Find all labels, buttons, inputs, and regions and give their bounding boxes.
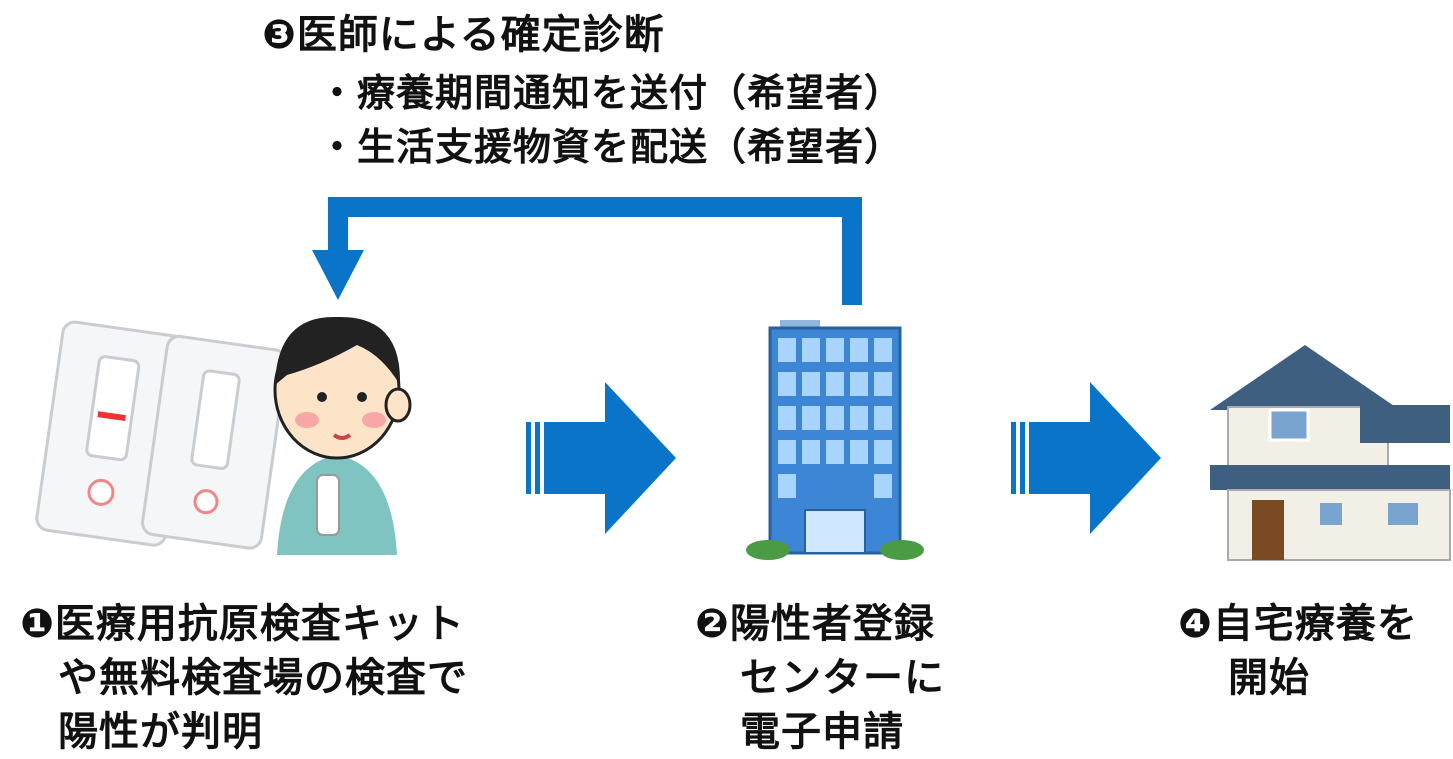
- step1-line-3: 陽性が判明: [58, 709, 263, 755]
- step2-line-2: センターに: [740, 655, 945, 701]
- office-building-icon: [746, 320, 924, 560]
- person-icon: [273, 316, 412, 555]
- step3-title: ❸医師による確定診断: [262, 12, 665, 58]
- step2-line-1: ❷陽性者登録: [695, 601, 935, 647]
- step4-line-1: ❹自宅療養を: [1178, 601, 1418, 647]
- step4-label: ❹自宅療養を 開始: [1178, 597, 1418, 705]
- right-arrow-1-icon: [526, 382, 676, 534]
- step3-item-1: ・療養期間通知を送付（希望者）: [318, 71, 904, 115]
- step1-label: ❶医療用抗原検査キット や無料検査場の検査で 陽性が判明: [20, 597, 468, 759]
- step2-label: ❷陽性者登録 センターに 電子申請: [695, 597, 945, 759]
- step4-line-2: 開始: [1228, 655, 1310, 701]
- step1-line-1: ❶医療用抗原検査キット: [20, 601, 465, 647]
- test-kit-icon: [35, 320, 288, 550]
- step2-line-3: 電子申請: [740, 709, 904, 755]
- house-icon: [1210, 345, 1451, 561]
- right-arrow-2-icon: [1011, 382, 1161, 534]
- step1-line-2: や無料検査場の検査で: [58, 655, 468, 701]
- step3-item-2: ・生活支援物資を配送（希望者）: [318, 125, 904, 169]
